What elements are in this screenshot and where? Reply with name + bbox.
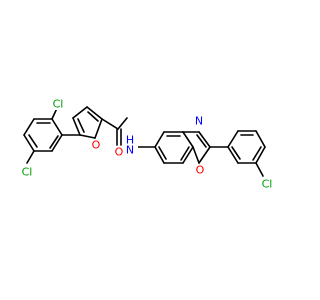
bond [180,146,190,161]
oxazole-nitrogen-atom: N [193,115,205,128]
nitrogen-label: N [195,115,203,128]
bond [94,118,103,139]
bond [227,146,239,164]
chlorine-label: Cl [22,166,33,179]
atom-label-layer: Cl Cl Cl O O H N N O [20,98,275,191]
oxygen-label: O [115,146,124,159]
bond [182,131,194,148]
bond [26,150,35,164]
bond [101,118,119,130]
bond [192,146,200,164]
oxazole-oxygen-atom: O [194,164,206,177]
bond [255,146,266,164]
bond [231,146,241,160]
bond [87,111,99,122]
nitrogen-label: N [126,144,134,157]
oxygen-label: O [196,164,205,177]
bond [77,118,85,133]
bond [227,130,239,148]
bond [86,106,103,120]
bond [182,146,194,164]
bond [196,134,207,148]
amide-nitrogen-atom: H N [124,134,138,157]
chlorine-label: Cl [53,98,64,111]
bond [72,117,81,136]
bond [72,106,88,119]
bond [198,146,211,164]
chlorine-atom-top: Cl [51,98,65,111]
oxygen-label: O [92,139,101,152]
bond [117,117,128,130]
bond-layer [23,105,266,177]
carbonyl-oxygen-atom: O [114,146,124,159]
molecule-canvas: Cl Cl Cl O O H N N O [20,97,275,191]
bond [23,118,35,136]
bond [51,134,63,152]
bond [49,135,59,149]
bond [154,131,165,148]
bond [255,130,266,148]
chlorine-atom-left: Cl [20,166,34,179]
chlorine-label: Cl [262,178,273,191]
bond [198,131,211,148]
bond [28,134,38,148]
bond [255,162,264,177]
nitrogen-label: H [126,134,134,147]
bond [51,118,63,136]
bond [79,134,96,139]
molecule-structure: Cl Cl Cl O O H N N O [20,97,275,191]
furan-oxygen-atom: O [91,139,101,152]
chlorine-atom-right: Cl [259,178,275,191]
bond [158,146,167,160]
bond [23,134,35,152]
bond [154,146,165,164]
bond [252,146,262,161]
